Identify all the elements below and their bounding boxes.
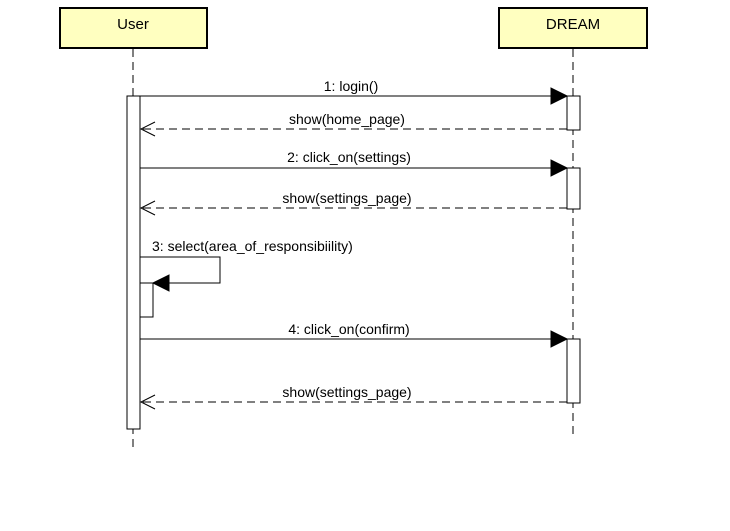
message-show-settings-2-label: show(settings_page) [282,384,411,400]
participant-dream-box [498,7,648,49]
arrowhead-open-icon [139,121,156,137]
arrowhead-filled-icon [550,159,569,177]
message-login: 1: login() [140,78,569,105]
activation-user-nested [139,282,154,318]
participant-user-box [59,7,208,49]
participant-user-label: User [117,16,149,33]
participant-dream: DREAM [498,7,648,49]
message-select-area-label: 3: select(area_of_responsibiility) [152,238,353,254]
arrowhead-filled-icon [550,330,569,348]
activation-dream-3 [566,338,581,404]
message-click-confirm-label: 4: click_on(confirm) [288,321,409,337]
message-show-home-label: show(home_page) [289,111,405,127]
arrowhead-filled-icon [550,87,569,105]
message-select-area: 3: select(area_of_responsibiility) [140,238,353,292]
activation-user-main [126,95,141,430]
message-login-label: 1: login() [324,78,378,94]
activation-dream-1 [566,95,581,131]
message-show-settings-1-label: show(settings_page) [282,190,411,206]
message-show-settings-2: show(settings_page) [139,384,567,410]
message-click-settings: 2: click_on(settings) [140,149,569,177]
arrowhead-open-icon [139,200,156,216]
message-show-settings-1: show(settings_page) [139,190,567,216]
arrowhead-open-icon [139,394,156,410]
participant-dream-label: DREAM [546,16,600,33]
message-select-area-line [140,256,221,284]
message-click-confirm: 4: click_on(confirm) [140,321,569,348]
activation-dream-2 [566,167,581,210]
message-click-settings-label: 2: click_on(settings) [287,149,411,165]
message-show-home: show(home_page) [139,111,567,137]
participant-user: User [59,7,208,49]
arrowhead-filled-icon [151,274,170,292]
